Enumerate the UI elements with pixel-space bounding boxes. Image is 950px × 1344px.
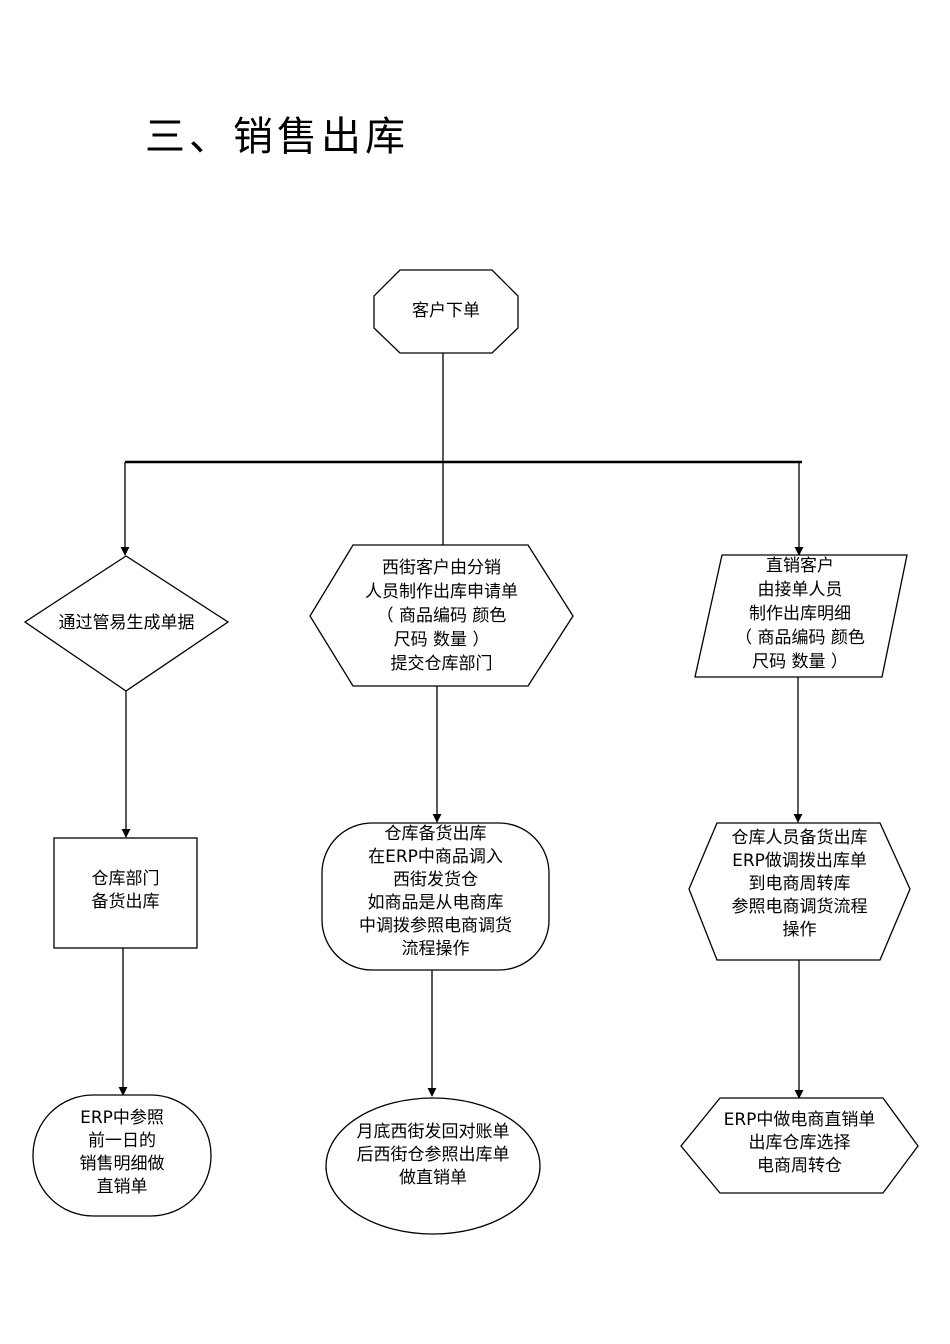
- right-process-line: 到电商周转库: [748, 873, 851, 894]
- right-process-line: 仓库人员备货出库: [731, 827, 868, 848]
- left-decision-node: 通过管易生成单据: [25, 556, 228, 691]
- right-input-line: （ 商品编码 颜色: [735, 628, 865, 648]
- page-title: 三、销售出库: [145, 114, 409, 160]
- center-process-line: 西街发货仓: [393, 869, 478, 890]
- center-end-line: 做直销单: [399, 1167, 467, 1188]
- center-process-line: 仓库备货出库: [384, 823, 487, 844]
- center-request-shape: [309, 544, 574, 687]
- center-request-node: 西街客户由分销 人员制作出库申请单 （ 商品编码 颜色 尺码 数量 ） 提交仓库…: [310, 545, 573, 686]
- left-end-line: 直销单: [96, 1176, 148, 1197]
- right-process-line: 操作: [782, 919, 817, 940]
- right-end-shape: [680, 1097, 919, 1194]
- left-process-shape: [53, 837, 198, 949]
- right-process-shape: [688, 822, 911, 961]
- left-end-node: ERP中参照 前一日的 销售明细做 直销单: [33, 1100, 211, 1205]
- center-process-line: 如商品是从电商库: [367, 892, 504, 913]
- start-node: 客户下单: [374, 270, 518, 353]
- center-process-line: 中调拨参照电商调货: [359, 915, 512, 936]
- center-end-shape: [325, 1097, 541, 1235]
- right-end-line: 出库仓库选择: [748, 1132, 851, 1153]
- right-end-line: 电商周转仓: [757, 1155, 842, 1176]
- center-request-line: （ 商品编码 颜色: [376, 605, 507, 626]
- center-request-line: 尺码 数量 ）: [393, 629, 490, 650]
- center-process-shape: [321, 822, 550, 971]
- left-decision-label: 通过管易生成单据: [58, 613, 195, 633]
- center-process-line: 流程操作: [401, 938, 470, 959]
- center-end-line: 后西街仓参照出库单: [356, 1144, 510, 1165]
- right-input-line: 尺码 数量 ）: [752, 652, 848, 672]
- right-input-line: 制作出库明细: [749, 604, 851, 624]
- center-process-node: 仓库备货出库 在ERP中商品调入 西街发货仓 如商品是从电商库 中调拨参照电商调…: [322, 823, 549, 960]
- center-request-line: 人员制作出库申请单: [365, 581, 518, 602]
- right-input-node: 直销客户 由接单人员 制作出库明细 （ 商品编码 颜色 尺码 数量 ）: [705, 553, 895, 675]
- right-end-node: ERP中做电商直销单 出库仓库选择 电商周转仓: [681, 1103, 918, 1183]
- right-input-line: 由接单人员: [757, 580, 843, 600]
- left-end-shape: [32, 1094, 212, 1217]
- right-process-line: ERP做调拨出库单: [732, 850, 867, 871]
- left-process-line: 仓库部门: [91, 868, 160, 889]
- left-end-line: 销售明细做: [79, 1153, 165, 1174]
- center-process-line: 在ERP中商品调入: [368, 846, 503, 867]
- right-end-line: ERP中做电商直销单: [723, 1109, 876, 1130]
- right-input-line: 直销客户: [766, 556, 834, 576]
- left-end-line: 前一日的: [88, 1130, 156, 1151]
- left-process-line: 备货出库: [91, 891, 160, 912]
- start-node-label: 客户下单: [412, 301, 480, 321]
- start-node-shape: [373, 269, 519, 354]
- right-input-shape: [694, 554, 908, 678]
- center-end-line: 月底西街发回对账单: [356, 1121, 510, 1142]
- center-end-node: 月底西街发回对账单 后西街仓参照出库单 做直销单: [326, 1110, 540, 1200]
- center-request-line: 西街客户由分销: [382, 557, 501, 578]
- right-process-node: 仓库人员备货出库 ERP做调拨出库单 到电商周转库 参照电商调货流程 操作: [689, 823, 910, 945]
- center-request-line: 提交仓库部门: [390, 653, 493, 674]
- left-end-line: ERP中参照: [80, 1107, 164, 1128]
- right-process-line: 参照电商调货流程: [731, 896, 868, 917]
- left-process-node: 仓库部门 备货出库: [54, 838, 197, 943]
